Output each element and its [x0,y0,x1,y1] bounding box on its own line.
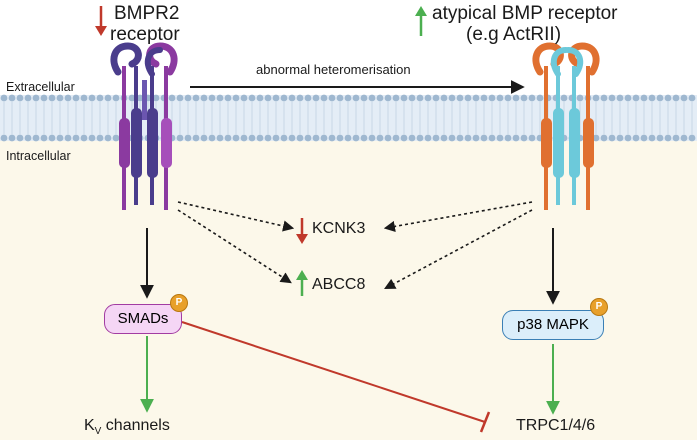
atypical-label-line2: (e.g ActRII) [466,24,562,45]
cell-membrane [0,94,697,142]
intracellular-label: Intracellular [6,149,71,163]
bmpr2-label-line2: receptor [110,24,180,45]
kcnk3-label: KCNK3 [312,220,366,237]
bmpr2-label-line1: BMPR2 [114,3,180,24]
atypical-receptor-complex [532,42,600,210]
p38-mapk-node: p38 MAPK [502,310,604,340]
atypical-label-line1: atypical BMP receptor [432,3,618,24]
abcc8-label: ABCC8 [312,276,366,293]
extracellular-label: Extracellular [6,80,75,94]
heteromerisation-label: abnormal heteromerisation [256,62,411,77]
p38-phospho-badge: P [590,298,608,316]
kcnk3-down-arrow [296,218,308,244]
atypical-up-arrow [415,6,427,36]
smads-phospho-badge: P [170,294,188,312]
p38-label: p38 MAPK [517,316,589,333]
kv-channels-label: KV channels [84,417,170,438]
trpc-label: TRPC1/4/6 [516,417,596,434]
intracellular-space [0,100,697,440]
bmpr2-down-arrow [95,6,107,36]
smads-inhibits-trpc [181,321,491,433]
smads-label: SMADs [117,310,169,327]
channel-regulation-arrows [177,201,533,290]
abcc8-up-arrow [296,270,308,296]
bmpr2-receptor-complex [110,42,178,210]
smads-node: SMADs [104,304,182,334]
